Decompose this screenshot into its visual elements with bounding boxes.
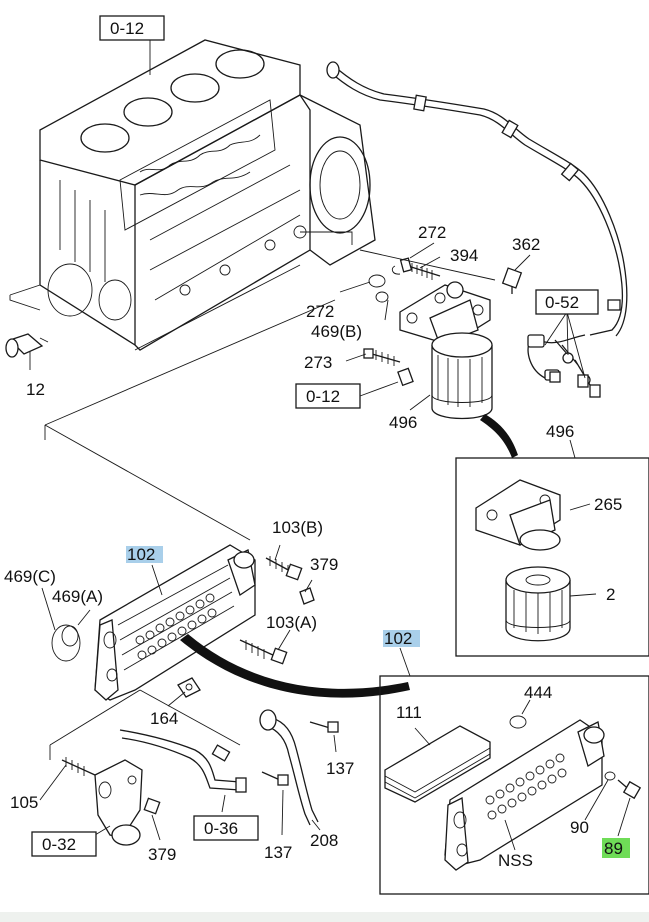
cooler-fins: [135, 593, 217, 660]
part-label-103b[interactable]: 103(B): [272, 518, 323, 537]
part-label-273[interactable]: 273: [304, 353, 332, 372]
page-footer-strip: [0, 912, 649, 922]
ref-label-top: 0-12: [110, 19, 144, 38]
part-label-272-b[interactable]: 272: [306, 302, 334, 321]
part-label-137-b[interactable]: 137: [264, 843, 292, 862]
part-label-90[interactable]: 90: [570, 818, 589, 837]
inset-box-filter: [455, 414, 649, 657]
cooler-fins-detail: [485, 753, 567, 820]
ref-box-top[interactable]: 0-12: [99, 15, 165, 41]
ref-box-bracket[interactable]: 0-52: [535, 289, 599, 315]
oil-cooler-assembly: [51, 544, 315, 701]
highlight-89: [602, 838, 630, 858]
part-label-103a[interactable]: 103(A): [266, 613, 317, 632]
part-label-137-a[interactable]: 137: [326, 759, 354, 778]
highlight-102-a: [126, 546, 163, 563]
lower-pipes: [39, 689, 339, 846]
part-label-496-a[interactable]: 496: [389, 413, 417, 432]
ref-box-bottom-mid[interactable]: 0-36: [193, 815, 259, 841]
part-label-164[interactable]: 164: [150, 709, 178, 728]
part-label-105[interactable]: 105: [10, 793, 38, 812]
highlight-102-b: [383, 630, 420, 647]
part-label-111[interactable]: 111: [396, 703, 422, 722]
part-label-469c[interactable]: 469(C): [4, 567, 56, 586]
part-label-2[interactable]: 2: [606, 585, 615, 604]
drain-plug: [5, 333, 49, 358]
part-label-362[interactable]: 362: [512, 235, 540, 254]
part-label-12[interactable]: 12: [26, 380, 45, 399]
part-label-469b[interactable]: 469(B): [311, 322, 362, 341]
part-label-102-b[interactable]: 102: [384, 629, 412, 648]
part-label-394[interactable]: 394: [450, 246, 478, 265]
ref-box-bottom-left[interactable]: 0-32: [31, 831, 97, 857]
part-label-102-a[interactable]: 102: [127, 545, 155, 564]
part-label-444[interactable]: 444: [524, 683, 552, 702]
ref-label-bottom-left: 0-32: [42, 835, 76, 854]
ref-label-bottom-mid: 0-36: [204, 819, 238, 838]
part-label-469a[interactable]: 469(A): [52, 587, 103, 606]
leader-lines-middle: [41, 544, 313, 707]
leader-lines-upper: [29, 40, 586, 541]
part-label-265[interactable]: 265: [594, 495, 622, 514]
part-label-89[interactable]: 89: [604, 839, 623, 858]
part-label-496-b[interactable]: 496: [546, 422, 574, 441]
part-label-379-b[interactable]: 379: [148, 845, 176, 864]
part-label-272-a[interactable]: 272: [418, 223, 446, 242]
inset-box-cooler: [379, 647, 649, 895]
part-label-nss[interactable]: NSS: [498, 851, 533, 870]
part-label-208[interactable]: 208: [310, 831, 338, 850]
ref-box-left[interactable]: 0-12: [295, 383, 361, 409]
oil-filter-assembly: [363, 257, 601, 420]
detail-arrow: [180, 634, 410, 698]
ref-label-left: 0-12: [306, 387, 340, 406]
part-label-379-a[interactable]: 379: [310, 555, 338, 574]
engine-block: [9, 39, 376, 351]
ref-label-bracket: 0-52: [545, 293, 579, 312]
